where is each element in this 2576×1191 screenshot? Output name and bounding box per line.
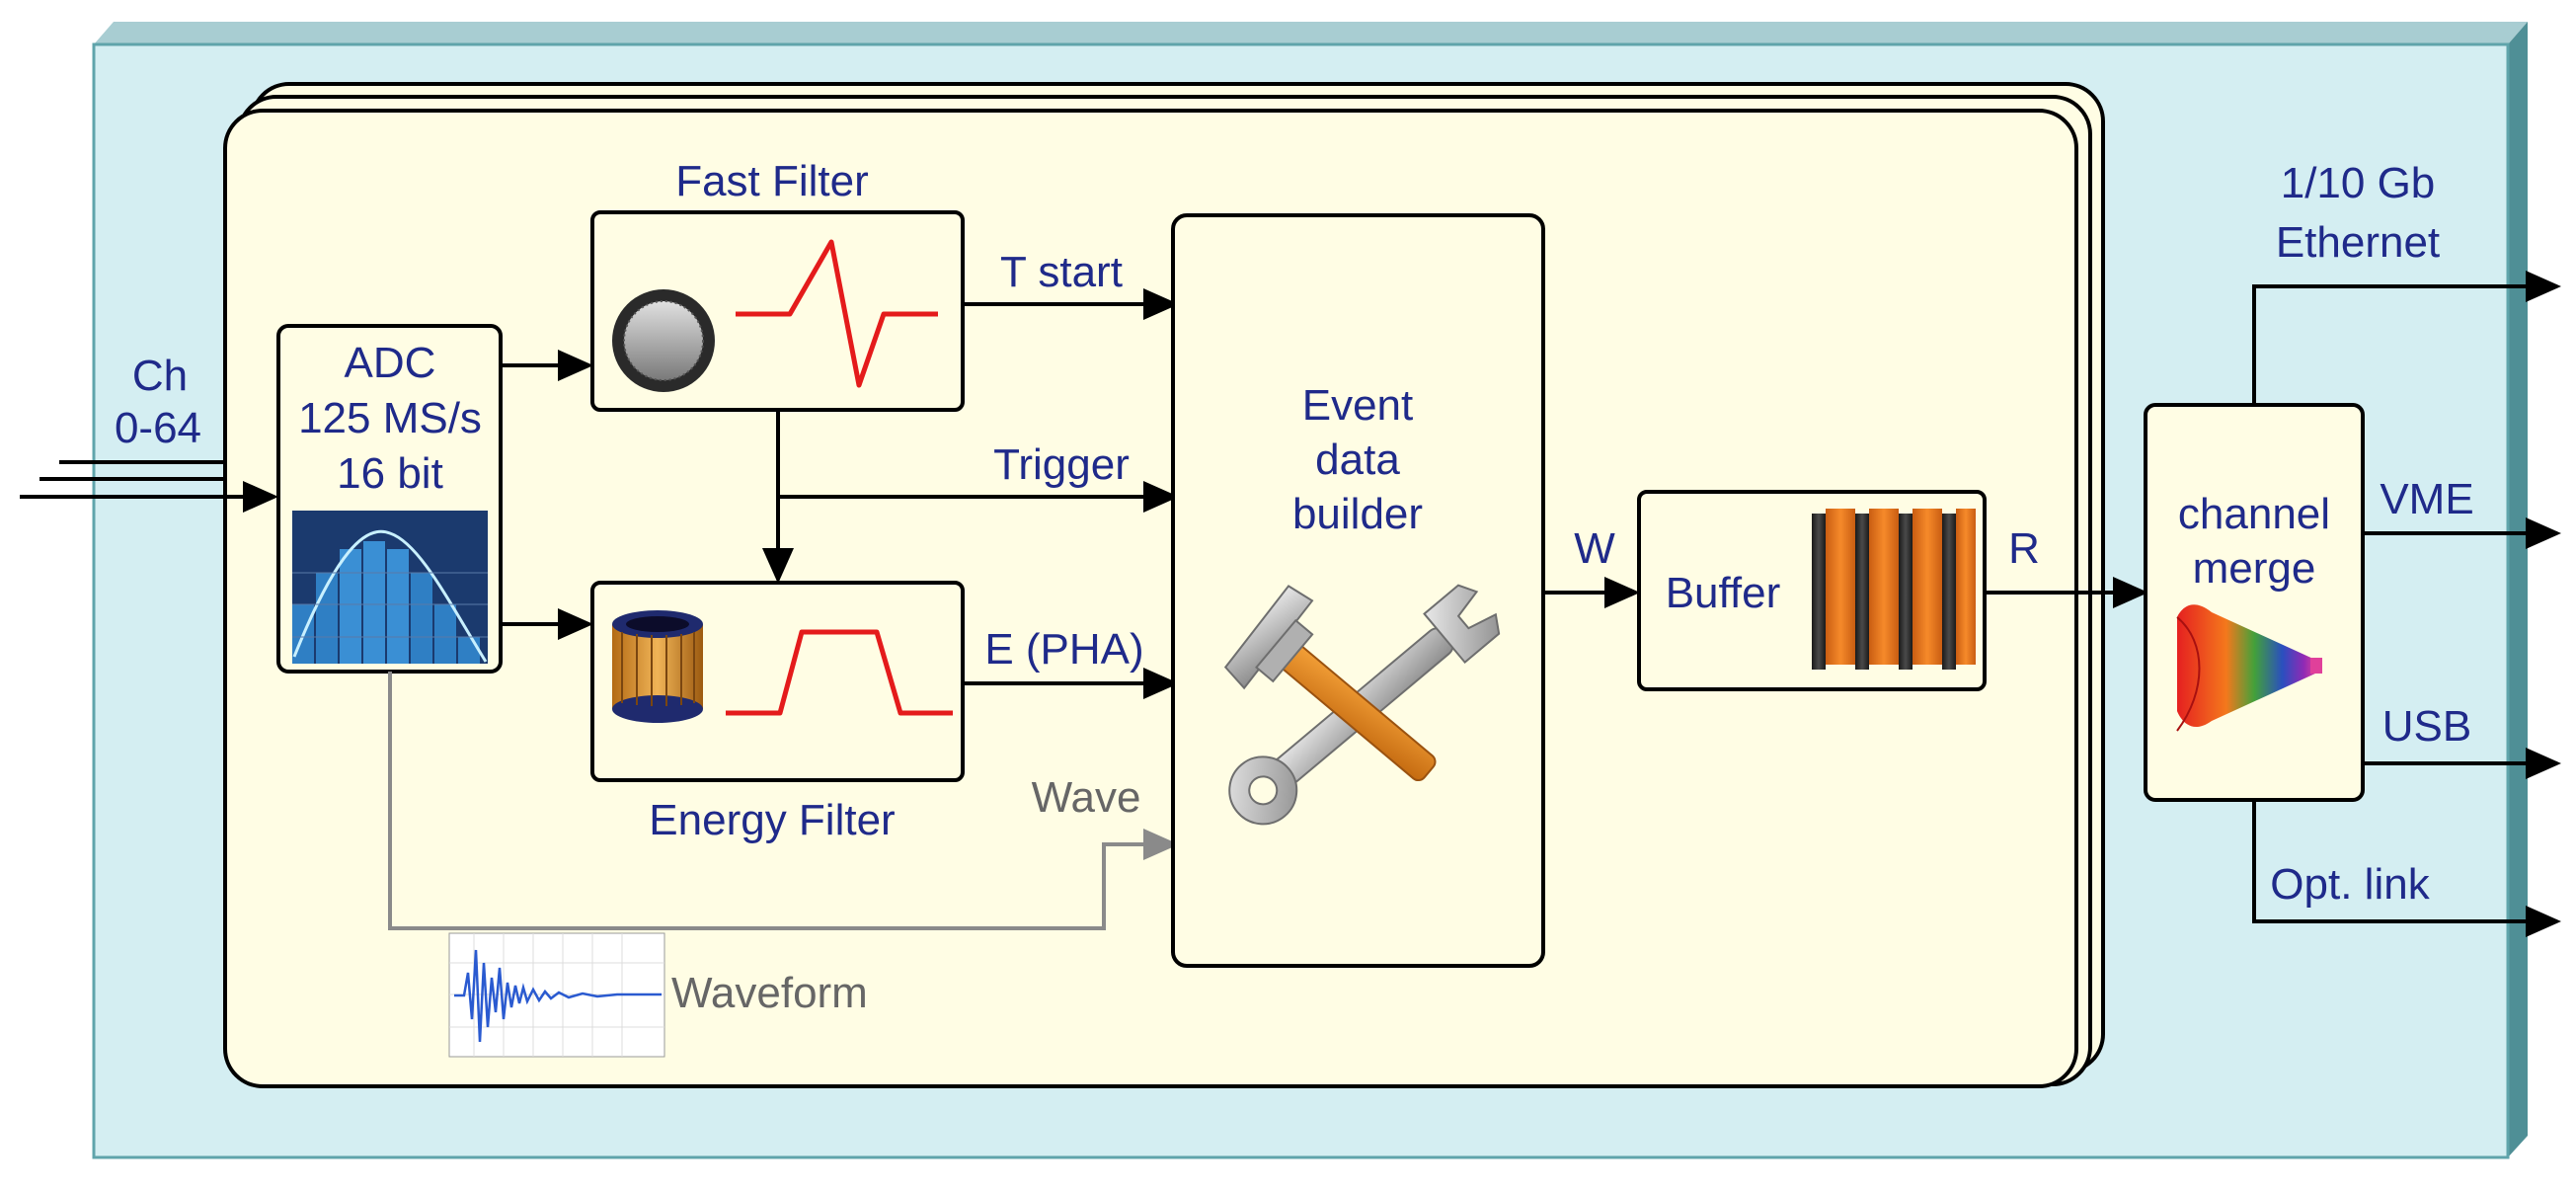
vme-label: VME — [2380, 475, 2473, 523]
usb-label: USB — [2382, 702, 2471, 751]
adc-resolution: 16 bit — [337, 449, 443, 498]
panel-bevel-top — [94, 22, 2528, 44]
ethernet-output-arrow — [2252, 271, 2561, 405]
panel-bevel-right — [2508, 22, 2528, 1157]
write-label: W — [1574, 524, 1615, 573]
hammer-wrench-icon — [1223, 584, 1501, 826]
channel-merge-block: channel merge — [2144, 403, 2365, 802]
event-builder-line3: builder — [1292, 490, 1423, 538]
trigger-label: Trigger — [993, 440, 1130, 489]
funnel-icon — [2176, 604, 2322, 732]
fast-filter-block — [590, 210, 965, 412]
optical-output-arrow — [2252, 800, 2561, 937]
buffer-label: Buffer — [1666, 569, 1781, 617]
optical-label: Opt. link — [2270, 860, 2430, 909]
channel-merge-line2: merge — [2193, 544, 2316, 593]
input-lines — [20, 460, 278, 513]
event-data-builder-block: Event data builder — [1171, 213, 1545, 968]
fast-filter-pulse-icon — [736, 239, 938, 388]
adc-sampling-icon — [292, 511, 488, 664]
e-pha-label: E (PHA) — [984, 625, 1143, 674]
buffer-stack-icon — [1812, 509, 1976, 670]
trapezoid-pulse-icon — [726, 629, 953, 716]
adc-label: ADC — [345, 339, 436, 387]
t-start-label: T start — [1000, 248, 1123, 296]
energy-filter-block — [590, 581, 965, 782]
ethernet-label-line1: 1/10 Gb — [2281, 159, 2436, 207]
waveform-label: Waveform — [671, 969, 868, 1017]
adc-rate: 125 MS/s — [298, 394, 482, 442]
event-builder-line2: data — [1315, 436, 1400, 484]
wave-path-arrow — [388, 672, 1179, 930]
cylinder-filter-icon — [612, 610, 703, 723]
read-label: R — [2008, 524, 2040, 573]
fast-filter-title: Fast Filter — [675, 157, 869, 205]
buffer-block: Buffer — [1637, 490, 1987, 691]
waveform-thumbnail-icon — [448, 932, 665, 1058]
channel-merge-line1: channel — [2178, 490, 2330, 538]
energy-filter-title: Energy Filter — [649, 796, 895, 844]
channel-label-ch: Ch — [132, 352, 188, 400]
mesh-filter-icon — [612, 289, 715, 392]
adc-block: ADC 125 MS/s 16 bit — [276, 324, 503, 674]
ethernet-label-line2: Ethernet — [2276, 218, 2440, 267]
wave-label: Wave — [1032, 773, 1141, 822]
channel-label-range: 0-64 — [115, 404, 201, 452]
event-builder-line1: Event — [1302, 381, 1414, 430]
